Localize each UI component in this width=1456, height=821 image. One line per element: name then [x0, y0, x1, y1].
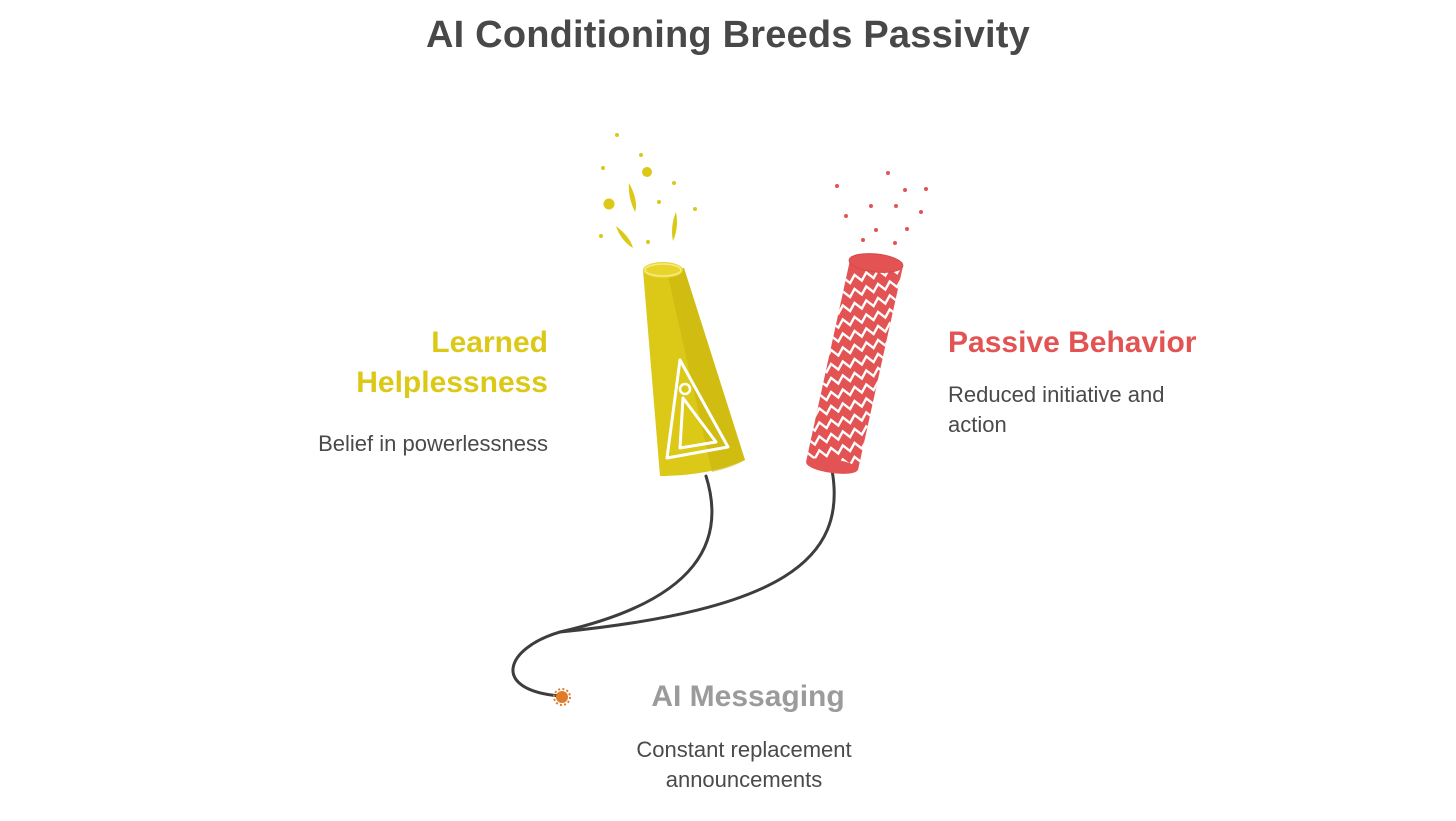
passive-behavior-description: Reduced initiative and action [948, 380, 1248, 440]
yellow-sparks-icon [599, 133, 697, 248]
learned-helplessness-block: Learned Helplessness Belief in powerless… [248, 323, 548, 459]
red-sparks-icon [835, 171, 928, 245]
fuse-line-red [558, 468, 836, 634]
description-line: Constant replacement [636, 737, 852, 762]
yellow-firecracker-icon [643, 262, 745, 476]
heading-line: Passive Behavior [948, 326, 1197, 359]
ai-messaging-block: AI Messaging Constant replacement announ… [594, 677, 894, 795]
heading-line: AI Messaging [651, 680, 845, 713]
passive-behavior-block: Passive Behavior Reduced initiative and … [948, 323, 1248, 440]
red-firecracker-icon [806, 253, 904, 474]
diagram-title: AI Conditioning Breeds Passivity [426, 14, 1030, 56]
description-line: action [948, 412, 1007, 437]
learned-helplessness-description: Belief in powerlessness [248, 429, 548, 459]
passive-behavior-heading: Passive Behavior [948, 323, 1248, 363]
heading-line: Helplessness [356, 366, 548, 399]
description-line: announcements [665, 767, 823, 792]
spark-icon [553, 688, 571, 706]
learned-helplessness-heading: Learned Helplessness [248, 323, 548, 403]
ai-messaging-heading: AI Messaging [602, 677, 894, 717]
description-line: Belief in powerlessness [318, 431, 548, 456]
fuse-line-yellow [511, 474, 714, 698]
ai-messaging-description: Constant replacement announcements [594, 735, 894, 795]
description-line: Reduced initiative and [948, 382, 1165, 407]
heading-line: Learned [431, 326, 548, 359]
